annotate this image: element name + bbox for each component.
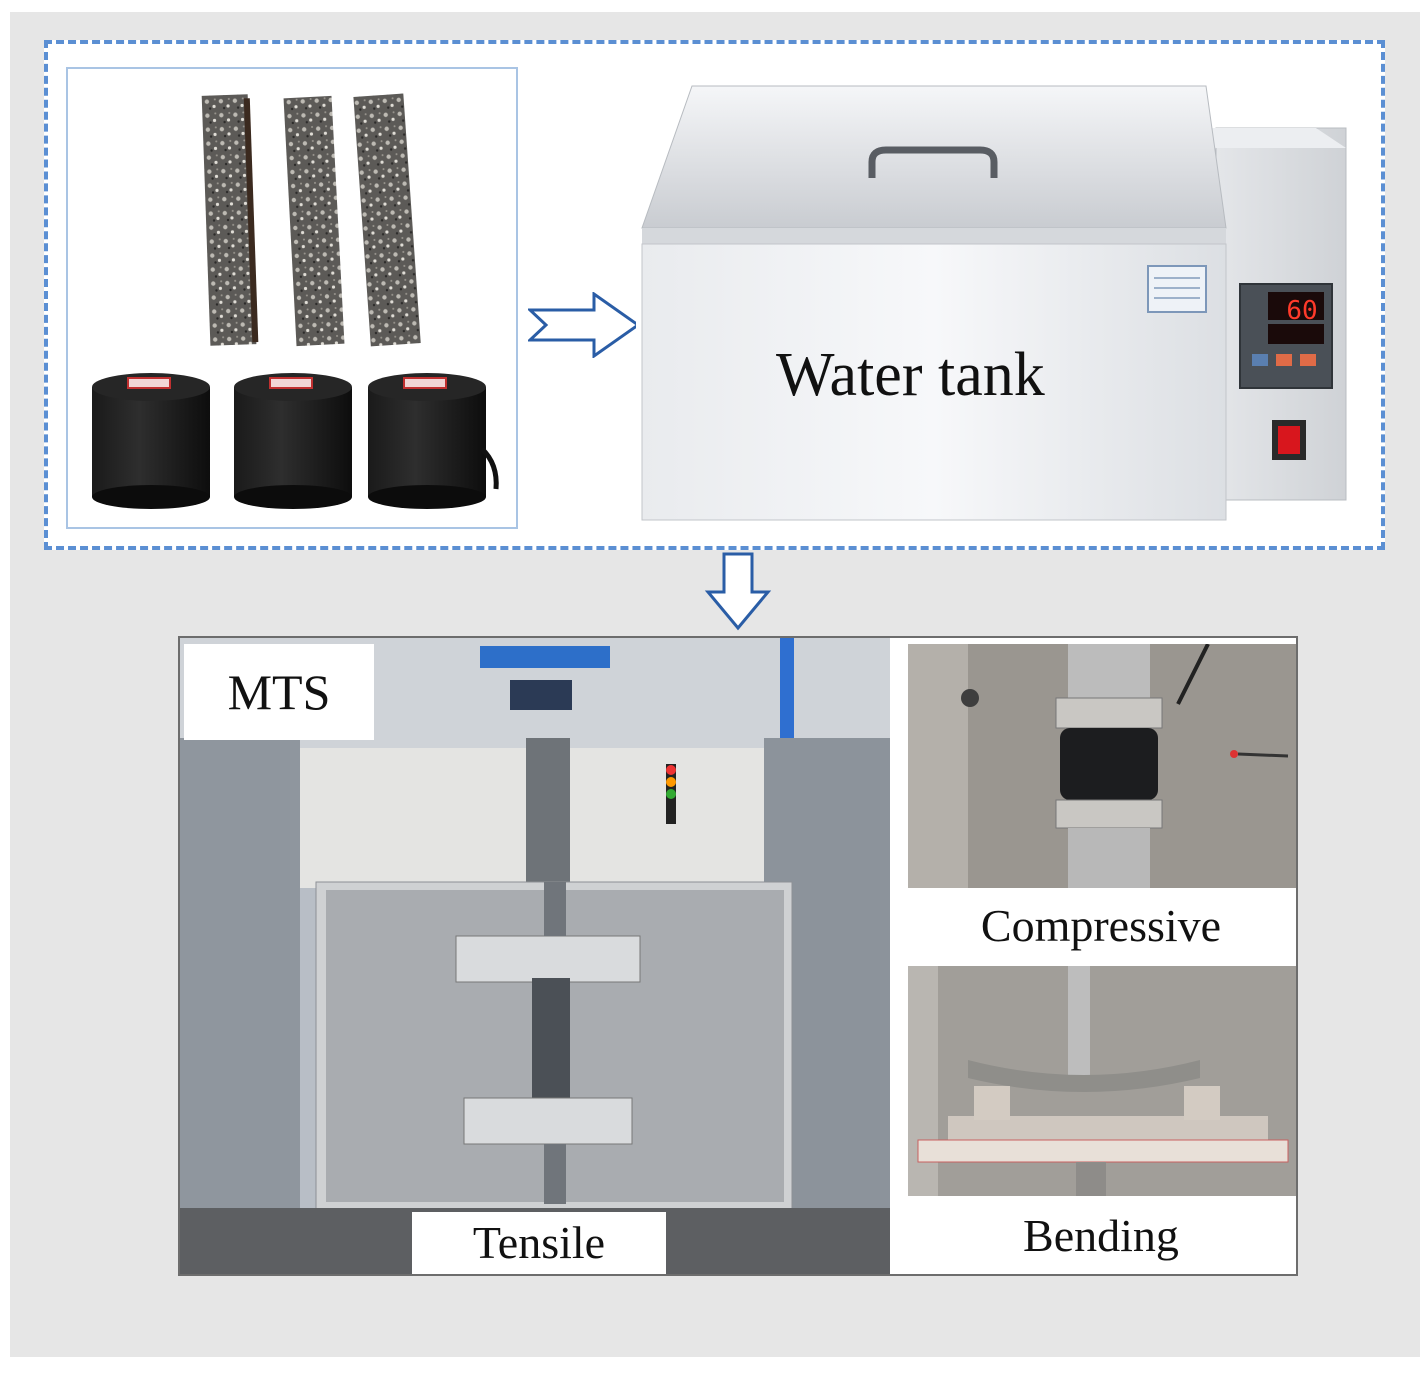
temperature-readout: 60 (1286, 296, 1318, 326)
cylinder-specimen (92, 373, 210, 509)
specimens-photo (66, 67, 518, 529)
compressive-label: Compressive (908, 888, 1294, 964)
beam-specimen (353, 93, 421, 347)
down-arrow-icon (704, 552, 772, 631)
cylinder-specimen (368, 373, 499, 509)
tensile-label: Tensile (412, 1212, 666, 1274)
bending-label: Bending (908, 1200, 1294, 1272)
beam-specimen (201, 94, 259, 346)
mts-testing-panel (178, 636, 1298, 1276)
right-arrow-icon (528, 292, 641, 358)
bending-test-photo (908, 966, 1296, 1196)
mts-label: MTS (184, 644, 374, 740)
beam-specimen (283, 95, 345, 347)
water-tank-photo (636, 78, 1360, 530)
water-tank-label: Water tank (776, 341, 1045, 409)
compressive-test-photo (908, 644, 1296, 888)
cylinder-specimen (234, 373, 352, 509)
